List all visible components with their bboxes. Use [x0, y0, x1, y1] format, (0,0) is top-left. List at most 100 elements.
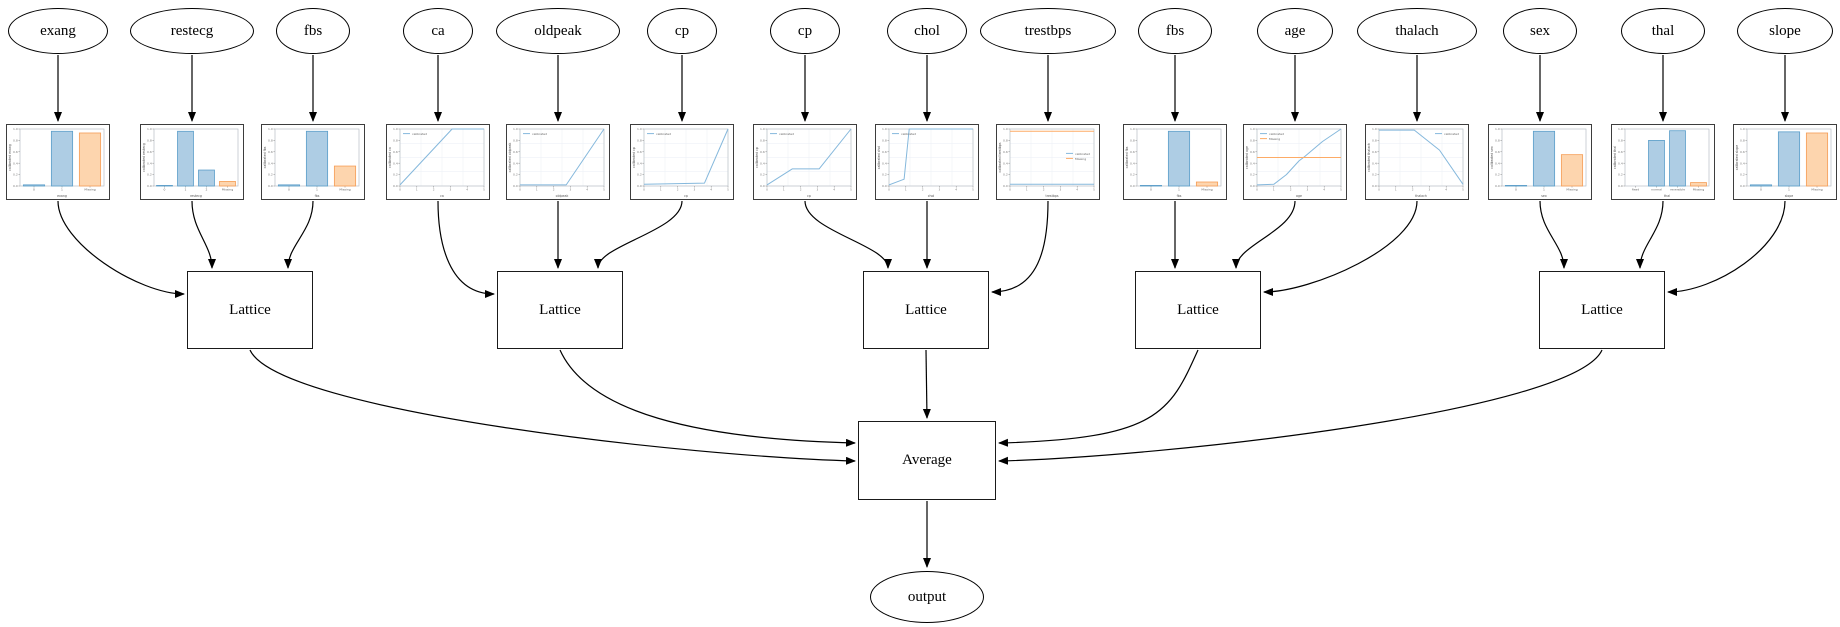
- svg-text:restecg: restecg: [190, 194, 202, 198]
- svg-text:5: 5: [483, 188, 485, 192]
- svg-text:1.0: 1.0: [1495, 127, 1500, 131]
- svg-text:0: 0: [399, 188, 401, 192]
- svg-text:4: 4: [1076, 188, 1078, 192]
- svg-text:0.8: 0.8: [513, 139, 518, 143]
- svg-text:calibrated trestbps: calibrated trestbps: [998, 142, 1002, 172]
- svg-text:0.6: 0.6: [513, 150, 518, 154]
- svg-text:Missing: Missing: [1693, 188, 1704, 192]
- svg-text:0.8: 0.8: [1130, 139, 1135, 143]
- svg-text:4: 4: [1323, 188, 1325, 192]
- feature-label: thalach: [1395, 22, 1439, 39]
- svg-text:0.4: 0.4: [760, 161, 765, 165]
- svg-text:2: 2: [677, 188, 679, 192]
- svg-text:Missing: Missing: [1269, 137, 1280, 141]
- svg-text:0: 0: [33, 188, 35, 192]
- svg-text:0.8: 0.8: [268, 139, 273, 143]
- svg-text:0.2: 0.2: [1250, 173, 1255, 177]
- svg-text:calibrated: calibrated: [1075, 152, 1090, 156]
- svg-text:cp: cp: [807, 194, 811, 198]
- svg-text:0.0: 0.0: [268, 184, 273, 188]
- svg-text:4: 4: [1445, 188, 1447, 192]
- svg-text:0.4: 0.4: [147, 161, 152, 165]
- svg-text:fbs: fbs: [315, 194, 320, 198]
- feature-node-fbs2: fbs: [1138, 8, 1212, 54]
- svg-text:0.8: 0.8: [760, 139, 765, 143]
- svg-text:1.0: 1.0: [1250, 127, 1255, 131]
- average-node-label: Average: [902, 452, 952, 468]
- svg-text:0.2: 0.2: [1130, 173, 1135, 177]
- svg-text:0.0: 0.0: [882, 184, 887, 188]
- svg-text:Missing: Missing: [1201, 188, 1212, 192]
- svg-text:0.0: 0.0: [1618, 184, 1623, 188]
- svg-text:0.4: 0.4: [1495, 161, 1500, 165]
- svg-text:0.4: 0.4: [1740, 161, 1745, 165]
- svg-text:calibrated: calibrated: [412, 132, 427, 136]
- svg-text:0.6: 0.6: [393, 150, 398, 154]
- svg-text:0.2: 0.2: [147, 173, 152, 177]
- svg-text:1: 1: [185, 188, 187, 192]
- svg-text:0.2: 0.2: [1740, 173, 1745, 177]
- svg-text:Missing: Missing: [222, 188, 233, 192]
- svg-text:0.6: 0.6: [882, 150, 887, 154]
- svg-text:1: 1: [1178, 188, 1180, 192]
- svg-text:0.2: 0.2: [760, 173, 765, 177]
- svg-text:0.8: 0.8: [147, 139, 152, 143]
- svg-text:0.2: 0.2: [1003, 173, 1008, 177]
- svg-text:5: 5: [603, 188, 605, 192]
- svg-text:0.4: 0.4: [1618, 161, 1623, 165]
- svg-text:1.0: 1.0: [1618, 127, 1623, 131]
- feature-label: fbs: [303, 22, 323, 39]
- svg-text:age: age: [1296, 194, 1302, 198]
- svg-text:0.8: 0.8: [1740, 139, 1745, 143]
- svg-text:0.4: 0.4: [1250, 161, 1255, 165]
- svg-text:0.0: 0.0: [637, 184, 642, 188]
- svg-text:0.8: 0.8: [13, 139, 18, 143]
- svg-text:0.6: 0.6: [1372, 150, 1377, 154]
- feature-label: cp: [674, 22, 690, 39]
- feature-label: sex: [1530, 22, 1550, 39]
- svg-text:Missing: Missing: [1075, 157, 1086, 161]
- svg-text:1.0: 1.0: [393, 127, 398, 131]
- svg-text:2: 2: [1290, 188, 1292, 192]
- svg-text:calibrated: calibrated: [1269, 132, 1284, 136]
- svg-text:0.0: 0.0: [1495, 184, 1500, 188]
- feature-label: cp: [797, 22, 813, 39]
- svg-text:2: 2: [1043, 188, 1045, 192]
- svg-text:0: 0: [1760, 188, 1762, 192]
- svg-text:0.8: 0.8: [1250, 139, 1255, 143]
- svg-text:0.2: 0.2: [1618, 173, 1623, 177]
- svg-text:5: 5: [1462, 188, 1464, 192]
- svg-text:3: 3: [1429, 188, 1431, 192]
- svg-text:0.6: 0.6: [268, 150, 273, 154]
- svg-text:fixed: fixed: [1632, 188, 1639, 192]
- svg-text:calibrated oldpeak: calibrated oldpeak: [508, 143, 512, 173]
- lattice-node-L5: Lattice: [1539, 271, 1665, 349]
- lattice-node-L2: Lattice: [497, 271, 623, 349]
- svg-text:1: 1: [1788, 188, 1790, 192]
- svg-text:0.6: 0.6: [637, 150, 642, 154]
- svg-text:0.4: 0.4: [1003, 161, 1008, 165]
- feature-label: age: [1284, 22, 1306, 39]
- svg-text:cp: cp: [684, 194, 688, 198]
- lattice-node-L4: Lattice: [1135, 271, 1261, 349]
- svg-text:0.2: 0.2: [882, 173, 887, 177]
- svg-text:3: 3: [939, 188, 941, 192]
- svg-text:0.8: 0.8: [637, 139, 642, 143]
- svg-text:0.6: 0.6: [147, 150, 152, 154]
- svg-text:1.0: 1.0: [13, 127, 18, 131]
- svg-text:Missing: Missing: [1811, 188, 1822, 192]
- svg-text:1.0: 1.0: [147, 127, 152, 131]
- svg-text:4: 4: [710, 188, 712, 192]
- svg-text:0.4: 0.4: [882, 161, 887, 165]
- svg-text:2: 2: [800, 188, 802, 192]
- svg-text:calibrated: calibrated: [656, 132, 671, 136]
